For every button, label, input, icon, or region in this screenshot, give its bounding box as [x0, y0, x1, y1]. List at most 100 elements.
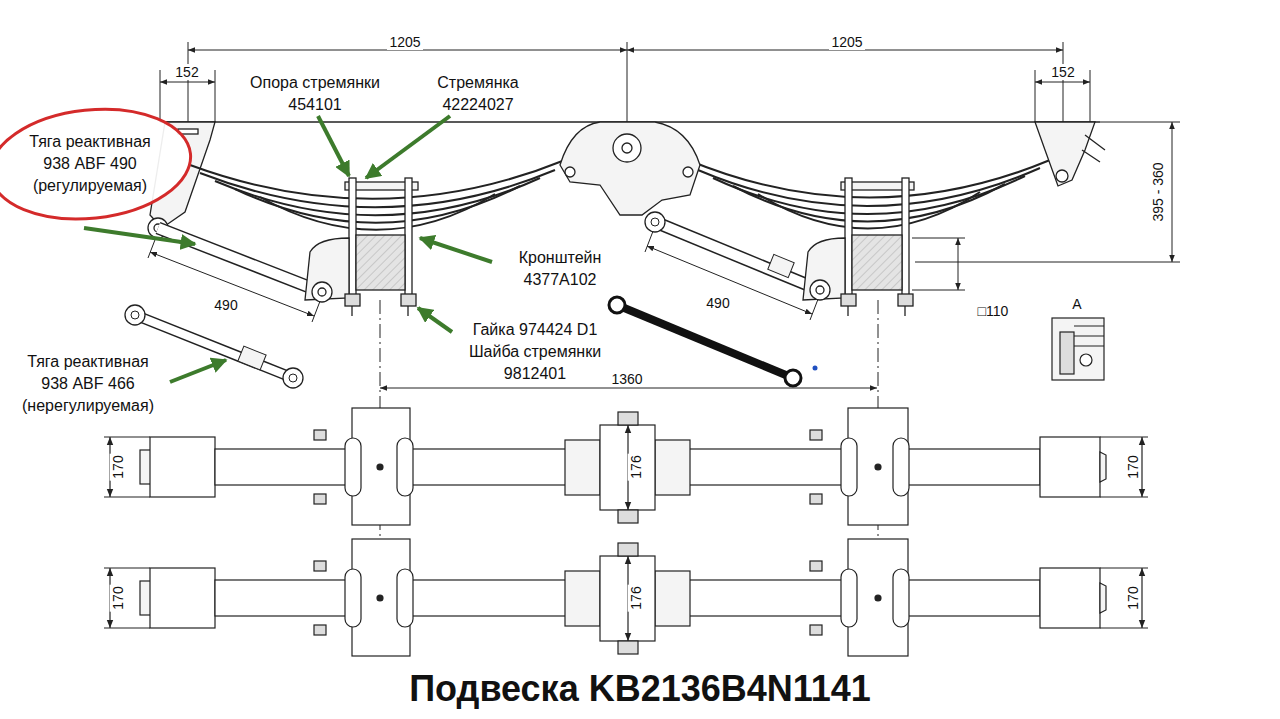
axle-assembly: [852, 235, 902, 290]
axle-top-view: [618, 412, 638, 425]
axle-assembly: [312, 282, 332, 302]
axle-top-view: [810, 430, 822, 440]
axle-top-view: [875, 464, 881, 470]
dimension-value: □110: [976, 303, 1011, 319]
axle-top-view: [893, 438, 909, 496]
axle-assembly: [845, 178, 852, 303]
axle-assembly: [356, 235, 405, 290]
detail-a-view: [1052, 318, 1104, 380]
reaction-rods: [655, 222, 820, 290]
detail-a-view: [1060, 332, 1074, 374]
loose-rod-490: [617, 305, 793, 378]
detail-a-view: [1080, 354, 1092, 366]
dimension-lines: [215, 70, 216, 122]
dimension-value: 176: [628, 453, 644, 480]
part-callout: Гайка 974424 D1 Шайба стремянки 9812401: [460, 319, 610, 385]
dimension-value: 176: [628, 584, 644, 611]
axle-top-view: [1100, 452, 1106, 482]
dimension-lines: [160, 70, 161, 122]
detail-a-view: [1074, 326, 1104, 346]
loose-rod-466: [238, 346, 266, 370]
leaf-spring: [200, 170, 555, 207]
part-callout: Стремянка 42224027: [413, 72, 543, 116]
highlight-ellipse: Тяга реактивная 938 ABF 490 (регулируема…: [0, 108, 193, 220]
dimension-value: 1205: [387, 34, 422, 50]
axle-assembly: [904, 306, 905, 316]
dimension-value: 1360: [609, 371, 644, 387]
axle-top-view: [314, 494, 326, 504]
dimension-lines: [1090, 70, 1091, 122]
dimension-lines: [915, 262, 1180, 263]
loose-rod-466: [125, 305, 303, 388]
axle-top-view: [810, 494, 822, 504]
dimension-lines: [1172, 122, 1173, 262]
dimension-lines: [380, 388, 877, 389]
loose-rod-490: [785, 370, 801, 386]
axle-top-view: [618, 510, 638, 523]
green-leader-arrows: [420, 238, 492, 262]
balancer-bracket: [683, 167, 693, 177]
leaf-spring: [758, 192, 980, 229]
axle-assembly: [847, 306, 848, 316]
dimension-lines: [912, 238, 965, 239]
axle-assembly: [898, 294, 913, 306]
axle-top-view: [1100, 436, 1148, 437]
loose-rod-490: [813, 366, 818, 371]
axle-top-view: [600, 425, 655, 510]
axle-assembly: [349, 178, 356, 303]
dimension-lines: [148, 42, 1180, 655]
axle-assembly: [841, 294, 856, 306]
axle-assembly: [816, 286, 824, 294]
axle-top-view: [1100, 496, 1148, 497]
dimension-value: 170: [110, 584, 126, 611]
dimension-value: 170: [110, 453, 126, 480]
part-callout: Опора стремянки 454101: [240, 72, 390, 116]
dimension-value: 490: [212, 297, 239, 313]
axle-assembly: [407, 306, 408, 316]
loose-rod-466: [135, 315, 293, 378]
loose-rod-466: [289, 374, 297, 382]
axle-top-view: [1141, 437, 1142, 497]
ellipse-outline: [0, 100, 196, 229]
dimension-lines: [912, 290, 965, 291]
axle-top-view: [314, 430, 326, 440]
axle-top-view: [215, 449, 1040, 485]
axle-assembly: [902, 178, 909, 303]
axle-top-view: [345, 438, 361, 496]
callout-label: Тяга реактивная 938 ABF 490 (регулируема…: [15, 131, 165, 197]
rear-hanger: [1056, 170, 1068, 182]
reaction-rods: [158, 228, 322, 292]
green-leader-arrows: [418, 308, 452, 332]
axle-top-view: [655, 440, 690, 495]
balancer-bracket: [622, 143, 632, 153]
dimension-lines: [1035, 70, 1036, 122]
leaf-spring: [688, 160, 1050, 198]
dimension-lines: [160, 82, 215, 83]
axle-top-view: [150, 437, 215, 497]
dimension-value: 152: [1049, 64, 1076, 80]
reaction-rods: [645, 212, 665, 232]
loose-rod-466: [283, 368, 303, 388]
rear-hanger: [1082, 135, 1105, 162]
dimension-value: A: [1070, 296, 1083, 312]
diagram-title: Подвеска KB2136B4N1141: [409, 668, 871, 710]
axle-top-view: [104, 436, 150, 437]
dimension-lines: [958, 238, 959, 290]
detail-a-view: [1052, 318, 1104, 380]
axle-top-view: [104, 496, 150, 497]
axle-top-view: [841, 438, 857, 496]
axle-top-view: [397, 438, 413, 496]
axle-assembly: [401, 294, 416, 306]
leaf-spring: [698, 168, 1040, 206]
dimension-value: 490: [704, 295, 731, 311]
part-callout: Кронштейн 4377A102: [495, 247, 625, 291]
reaction-rods: [768, 254, 794, 277]
rear-hanger: [1035, 122, 1095, 186]
dimension-value: 152: [173, 64, 200, 80]
loose-rod-466: [125, 305, 145, 325]
axle-assembly: [305, 178, 914, 316]
loose-rod-466: [131, 311, 139, 319]
axle-top-view: [104, 539, 1148, 656]
axle-top-view: [1040, 437, 1100, 497]
